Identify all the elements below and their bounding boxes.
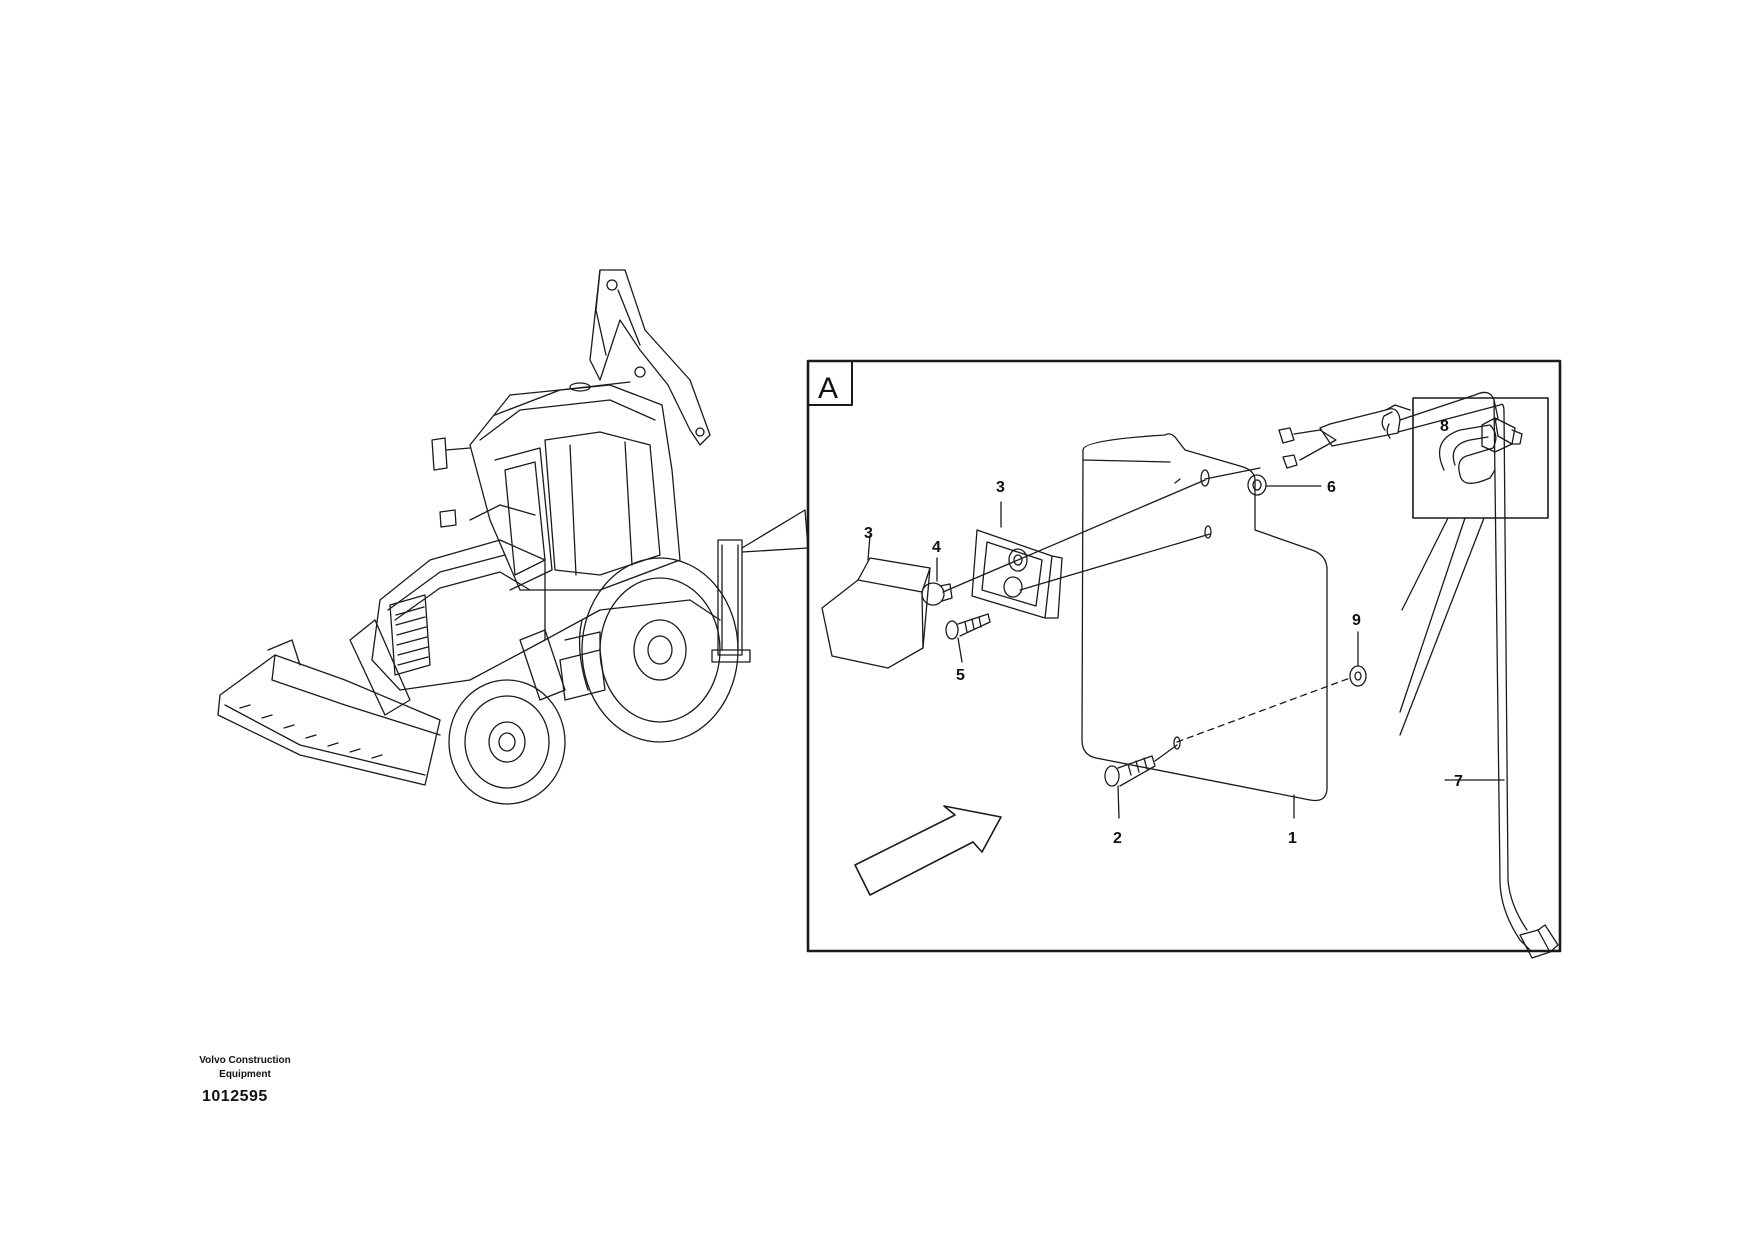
label-3-lamp-holder: 3	[996, 479, 1005, 496]
company-line-2: Equipment	[219, 1069, 271, 1080]
plate-fold-line	[1082, 459, 1171, 463]
callout-leader	[741, 509, 809, 549]
detail-letter-box	[807, 360, 853, 406]
inset-leader-1	[1401, 517, 1449, 611]
drawing-number: 1012595	[202, 1088, 268, 1105]
footer: Volvo Construction Equipment 1012595	[180, 1054, 310, 1106]
lamp-cover	[821, 557, 931, 669]
label-8-clip: 8	[1440, 418, 1449, 435]
company-line-1: Volvo Construction	[199, 1055, 291, 1066]
inset-box-8	[1412, 397, 1549, 519]
assembly-line-nut	[1204, 467, 1261, 480]
detail-letter: A	[818, 372, 838, 405]
bulb	[921, 582, 953, 606]
label-1-plate: 1	[1288, 830, 1297, 847]
label-9-washer: 9	[1352, 612, 1361, 629]
bolt-2	[1104, 755, 1156, 787]
label-leaders	[867, 485, 1505, 819]
label-3-lamp-cover: 3	[864, 525, 873, 542]
label-2-bolt: 2	[1113, 830, 1122, 847]
dashed-assembly-line	[1176, 677, 1351, 743]
callout-leader-lower	[741, 547, 809, 553]
label-4-bulb: 4	[932, 539, 941, 556]
plate-pin-mark	[1174, 478, 1181, 484]
direction-arrow	[854, 805, 1002, 896]
washer-9	[1349, 665, 1367, 687]
bolt-assembly-line	[1154, 744, 1178, 762]
lamp-cover-edges	[857, 567, 931, 649]
screw-5	[945, 613, 991, 640]
label-7-harness: 7	[1454, 773, 1463, 790]
clip-8	[1439, 417, 1523, 484]
label-6-nut: 6	[1327, 479, 1336, 496]
detail-frame	[806, 359, 1562, 953]
assembly-line-lower	[1019, 533, 1211, 591]
assembly-line-upper	[942, 479, 1206, 593]
wiring-harness	[1278, 391, 1559, 959]
company-name: Volvo Construction Equipment	[180, 1054, 310, 1082]
nut-6	[1247, 474, 1267, 496]
plate-hole-lower	[1173, 736, 1181, 750]
plate-hole-middle	[1204, 525, 1212, 539]
inset-leader-2	[1399, 517, 1466, 713]
label-5-screw: 5	[956, 667, 965, 684]
backhoe-loader-illustration	[217, 269, 751, 805]
mudflap-plate	[1081, 433, 1328, 802]
inset-leader-3	[1399, 517, 1485, 736]
